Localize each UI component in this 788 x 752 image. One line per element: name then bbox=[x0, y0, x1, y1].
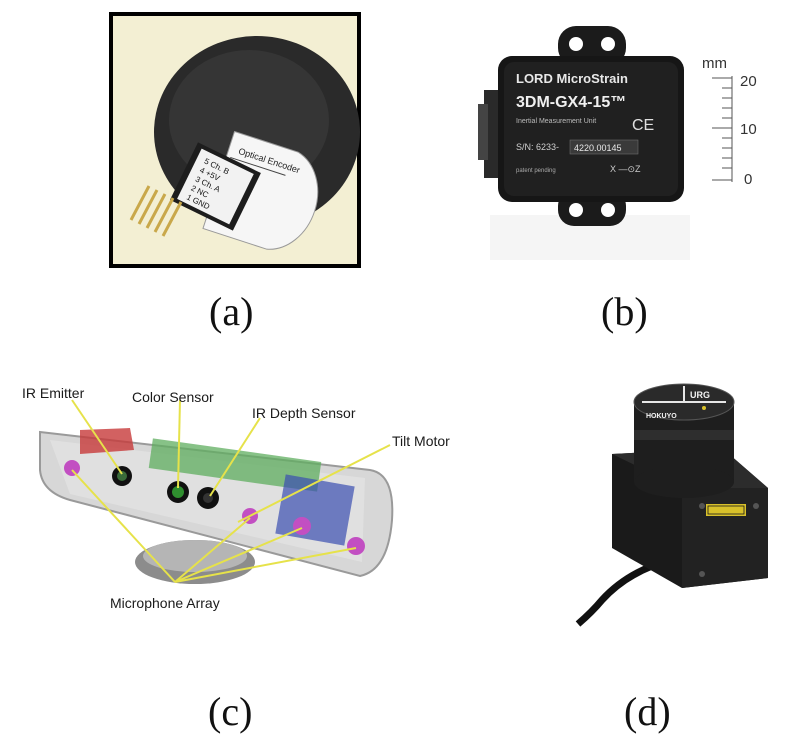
panel-a-optical-encoder: Optical Encoder 5 Ch. B 4 +5V 3 Ch. A 2 … bbox=[109, 12, 361, 268]
imu-brand: LORD MicroStrain bbox=[516, 71, 628, 86]
caption-b: (b) bbox=[601, 289, 648, 334]
optical-encoder-image: Optical Encoder 5 Ch. B 4 +5V 3 Ch. A 2 … bbox=[109, 12, 361, 268]
ce-mark: CE bbox=[632, 117, 654, 134]
kinect-image: IR Emitter Color Sensor IR Depth Sensor … bbox=[22, 385, 450, 611]
top-text-urg: URG bbox=[690, 390, 710, 400]
side-text-brand: HOKUYO bbox=[646, 413, 677, 420]
label-ir-depth-sensor: IR Depth Sensor bbox=[252, 405, 356, 421]
imu-image: LORD MicroStrain 3DM-GX4-15™ Inertial Me… bbox=[478, 26, 757, 260]
caption-c: (c) bbox=[208, 689, 253, 734]
imu-subtitle: Inertial Measurement Unit bbox=[516, 118, 596, 125]
label-microphone-array: Microphone Array bbox=[110, 595, 220, 611]
connector-pins bbox=[129, 185, 183, 237]
ruler-unit: mm bbox=[702, 55, 727, 72]
label-tilt-motor: Tilt Motor bbox=[392, 433, 450, 449]
panel-c-kinect: IR Emitter Color Sensor IR Depth Sensor … bbox=[10, 370, 480, 630]
serial-prefix: S/N: 6233- bbox=[516, 142, 559, 152]
axis-indicator: X —⊙Z bbox=[610, 164, 641, 174]
rangefinder-image: URG HOKUYO bbox=[575, 383, 768, 627]
label-color-sensor: Color Sensor bbox=[132, 389, 214, 405]
ruler-scale bbox=[712, 76, 733, 182]
panel-d-rangefinder: URG HOKUYO bbox=[572, 378, 772, 628]
caption-a: (a) bbox=[209, 289, 254, 334]
callout-lines bbox=[71, 399, 391, 583]
caption-d: (d) bbox=[624, 689, 671, 734]
panel-b-imu: LORD MicroStrain 3DM-GX4-15™ Inertial Me… bbox=[460, 20, 780, 270]
patent-text: patent pending bbox=[516, 168, 556, 174]
imu-model: 3DM-GX4-15™ bbox=[516, 94, 626, 111]
ruler-tick-0: 0 bbox=[744, 171, 752, 188]
label-ir-emitter: IR Emitter bbox=[22, 385, 85, 401]
serial-number: 4220.00145 bbox=[574, 143, 622, 153]
ruler-tick-20: 20 bbox=[740, 73, 757, 90]
ruler-tick-10: 10 bbox=[740, 121, 757, 138]
